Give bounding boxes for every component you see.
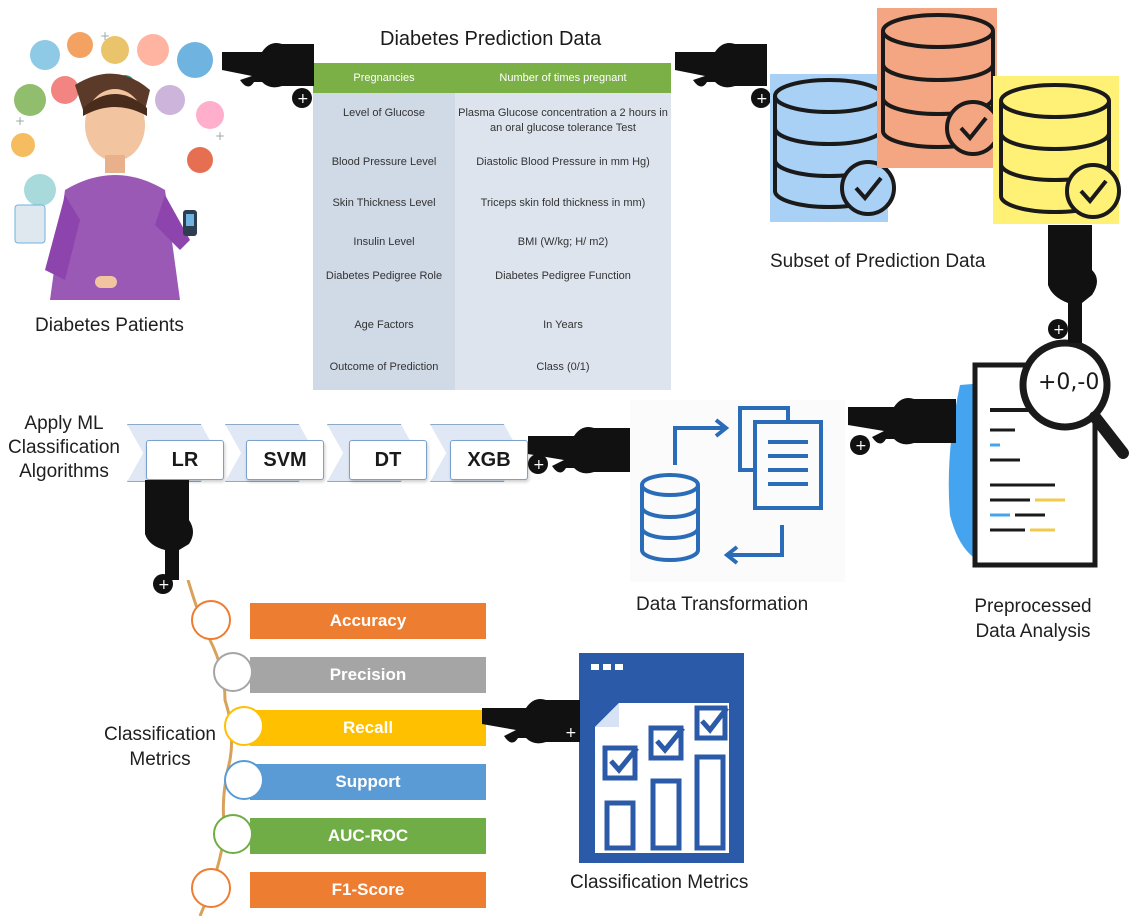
table-title: Diabetes Prediction Data bbox=[380, 28, 602, 50]
metric-circle bbox=[213, 652, 253, 692]
prediction-data-table: Pregnancies Number of times pregnant Lev… bbox=[313, 63, 671, 390]
table-row-feature: Insulin Level bbox=[353, 236, 415, 248]
metric-circle bbox=[224, 760, 264, 800]
table-header-feature: Pregnancies bbox=[353, 72, 415, 84]
pointing-hand-icon: + bbox=[222, 43, 314, 108]
table-row-feature: Outcome of Prediction bbox=[329, 361, 439, 373]
metric-circle bbox=[191, 868, 231, 908]
magnifier-icon bbox=[1019, 339, 1111, 431]
algorithm-dt: DT bbox=[349, 440, 427, 480]
metric-bar-auc-roc: AUC-ROC bbox=[250, 818, 486, 854]
pointing-hand-icon: + bbox=[848, 398, 956, 455]
metric-bar-support: Support bbox=[250, 764, 486, 800]
svg-text:+: + bbox=[15, 114, 25, 128]
table-row-feature: Diabetes Pedigree Role bbox=[325, 270, 443, 282]
classification-metrics-left-caption: Classification Metrics bbox=[104, 724, 216, 770]
classification-metrics-bottom-caption: Classification Metrics bbox=[570, 872, 749, 893]
bar-icon bbox=[604, 800, 636, 851]
pointing-hand-icon: + bbox=[145, 480, 193, 594]
document-analysis-illustration bbox=[948, 339, 1129, 568]
svg-text:+: + bbox=[158, 577, 170, 593]
svg-text:+: + bbox=[1053, 322, 1065, 338]
metric-bar-recall: Recall bbox=[250, 710, 486, 746]
table-header-description: Number of times pregnant bbox=[499, 72, 627, 84]
checkbox-icon bbox=[694, 705, 728, 741]
svg-text:+: + bbox=[297, 91, 309, 107]
table-feature-column bbox=[313, 93, 455, 390]
table-row-feature: Skin Thickness Level bbox=[332, 197, 436, 209]
pointing-hand-icon: + bbox=[528, 427, 630, 474]
svg-text:+: + bbox=[756, 91, 768, 107]
table-row-description: Diabetes Pedigree Function bbox=[495, 270, 631, 282]
check-icon bbox=[1065, 163, 1121, 219]
bar-icon bbox=[694, 754, 726, 851]
subset-caption: Subset of Prediction Data bbox=[770, 251, 986, 272]
metric-bar-precision: Precision bbox=[250, 657, 486, 693]
svg-text:+: + bbox=[565, 725, 577, 741]
check-icon bbox=[840, 160, 896, 216]
pointing-hand-icon: + bbox=[482, 699, 580, 744]
table-row-description: BMI (W/kg; H/ m2) bbox=[517, 236, 609, 248]
check-icon bbox=[945, 100, 1001, 156]
checkbox-icon bbox=[648, 725, 684, 761]
table-row-feature: Blood Pressure Level bbox=[331, 156, 437, 168]
transformation-caption: Data Transformation bbox=[636, 594, 809, 615]
metric-circle bbox=[224, 706, 264, 746]
magnifier-text: +0,-0 bbox=[1038, 370, 1100, 395]
table-row-description: Triceps skin fold thickness in mm) bbox=[480, 197, 646, 209]
table-header-row: Pregnancies Number of times pregnant bbox=[313, 63, 671, 93]
pointing-hand-icon: + bbox=[1048, 225, 1097, 343]
apply-ml-caption: Apply ML Classification Algorithms bbox=[8, 413, 120, 482]
preprocessed-caption: Preprocessed Data Analysis bbox=[974, 596, 1092, 642]
data-transformation-icon bbox=[630, 400, 845, 582]
bar-icon bbox=[650, 778, 682, 851]
pointing-hand-icon: + bbox=[675, 43, 770, 108]
algorithm-lr: LR bbox=[146, 440, 224, 480]
table-row-description: Diastolic Blood Pressure in mm Hg) bbox=[476, 156, 650, 168]
metric-bar-accuracy: Accuracy bbox=[250, 603, 486, 639]
svg-text:+: + bbox=[855, 438, 867, 454]
svg-text:+: + bbox=[533, 457, 545, 473]
patient-illustration: + + + bbox=[11, 30, 225, 300]
table-row-description: Plasma Glucose concentration a 2 hours i… bbox=[458, 107, 668, 134]
metric-bar-f1-score: F1-Score bbox=[250, 872, 486, 908]
patients-caption: Diabetes Patients bbox=[35, 315, 184, 336]
checkbox-icon bbox=[602, 745, 638, 781]
table-row-description: In Years bbox=[543, 319, 583, 331]
algorithm-svm: SVM bbox=[246, 440, 324, 480]
metric-circle bbox=[213, 814, 253, 854]
svg-text:+: + bbox=[215, 129, 225, 143]
table-row-feature: Age Factors bbox=[354, 319, 414, 331]
algorithm-xgb: XGB bbox=[450, 440, 528, 480]
metric-circle bbox=[191, 600, 231, 640]
svg-text:+: + bbox=[100, 30, 110, 43]
database-subsets bbox=[770, 8, 1121, 224]
classification-metrics-icon bbox=[579, 653, 744, 863]
table-row-description: Class (0/1) bbox=[536, 361, 590, 373]
table-row-feature: Level of Glucose bbox=[343, 107, 425, 119]
